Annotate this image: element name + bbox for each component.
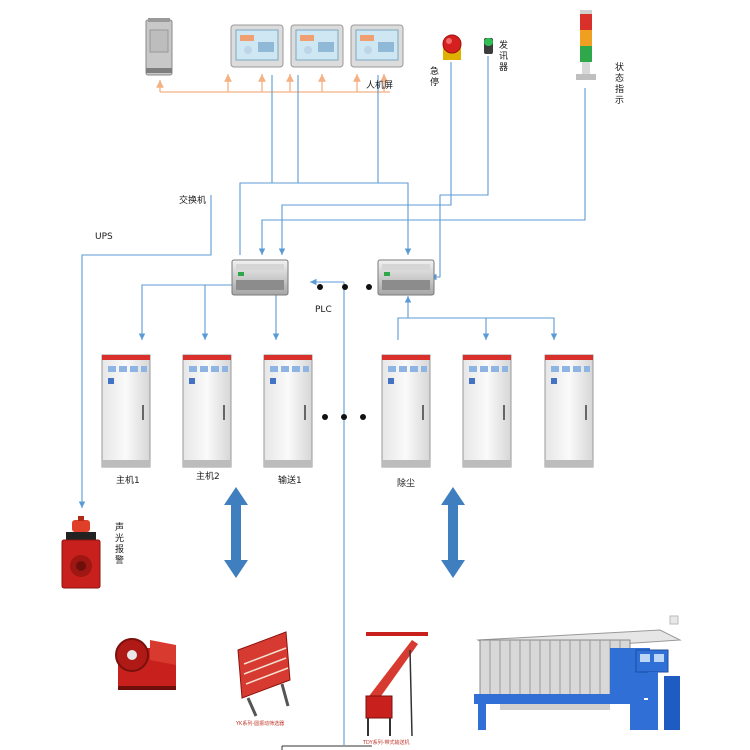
screen-caption: YK系列-圆振动筛选器 bbox=[236, 721, 285, 727]
filter-press-icon bbox=[474, 615, 682, 730]
alarm-icon bbox=[61, 516, 101, 589]
emergency-stop-icon bbox=[442, 34, 462, 60]
cabinet-label-main2: 主机2 bbox=[196, 472, 220, 482]
status-light-tower-icon bbox=[576, 10, 596, 80]
cabinet-1 bbox=[101, 354, 151, 468]
plc-label: PLC bbox=[315, 305, 332, 315]
cabinet-6 bbox=[544, 354, 594, 468]
power-supply-icon bbox=[145, 18, 173, 76]
cabinet-2 bbox=[182, 354, 232, 468]
double-arrow-left bbox=[224, 487, 248, 578]
hmi-screen-3 bbox=[350, 24, 404, 68]
cabinet-label-conveyor1: 输送1 bbox=[278, 476, 302, 486]
plc-ellipsis bbox=[317, 284, 372, 290]
hmi-screen-2 bbox=[290, 24, 344, 68]
double-arrow-right bbox=[441, 487, 465, 578]
belt-conveyor-icon bbox=[365, 632, 428, 737]
cabinet-4 bbox=[381, 354, 431, 468]
network-lines bbox=[78, 56, 586, 745]
alarm-label: 声光报警 bbox=[113, 522, 123, 566]
cabinet-3 bbox=[263, 354, 313, 468]
cabinet-5 bbox=[462, 354, 512, 468]
transmitter-label: 发讯器 bbox=[497, 40, 507, 73]
plc-unit-1 bbox=[231, 259, 289, 296]
transmitter-icon bbox=[484, 38, 493, 54]
cabinet-label-dust: 除尘 bbox=[397, 479, 416, 489]
hmi-label: 人机屏 bbox=[366, 81, 394, 91]
cabinet-ellipsis bbox=[322, 414, 366, 420]
status-label: 状态指示 bbox=[613, 62, 623, 106]
plc-unit-2 bbox=[377, 259, 435, 296]
vibrating-screen-icon bbox=[237, 631, 291, 717]
hmi-screen-1 bbox=[230, 24, 284, 68]
estop-label: 急停 bbox=[428, 66, 438, 88]
orange-hmi-bus bbox=[156, 74, 390, 93]
conveyor-caption: TDY系列-带式输送机 bbox=[363, 740, 410, 746]
switch-label: 交换机 bbox=[179, 196, 207, 206]
crusher-icon bbox=[115, 638, 176, 690]
cabinet-label-main1: 主机1 bbox=[116, 476, 140, 486]
ups-label: UPS bbox=[95, 232, 113, 242]
